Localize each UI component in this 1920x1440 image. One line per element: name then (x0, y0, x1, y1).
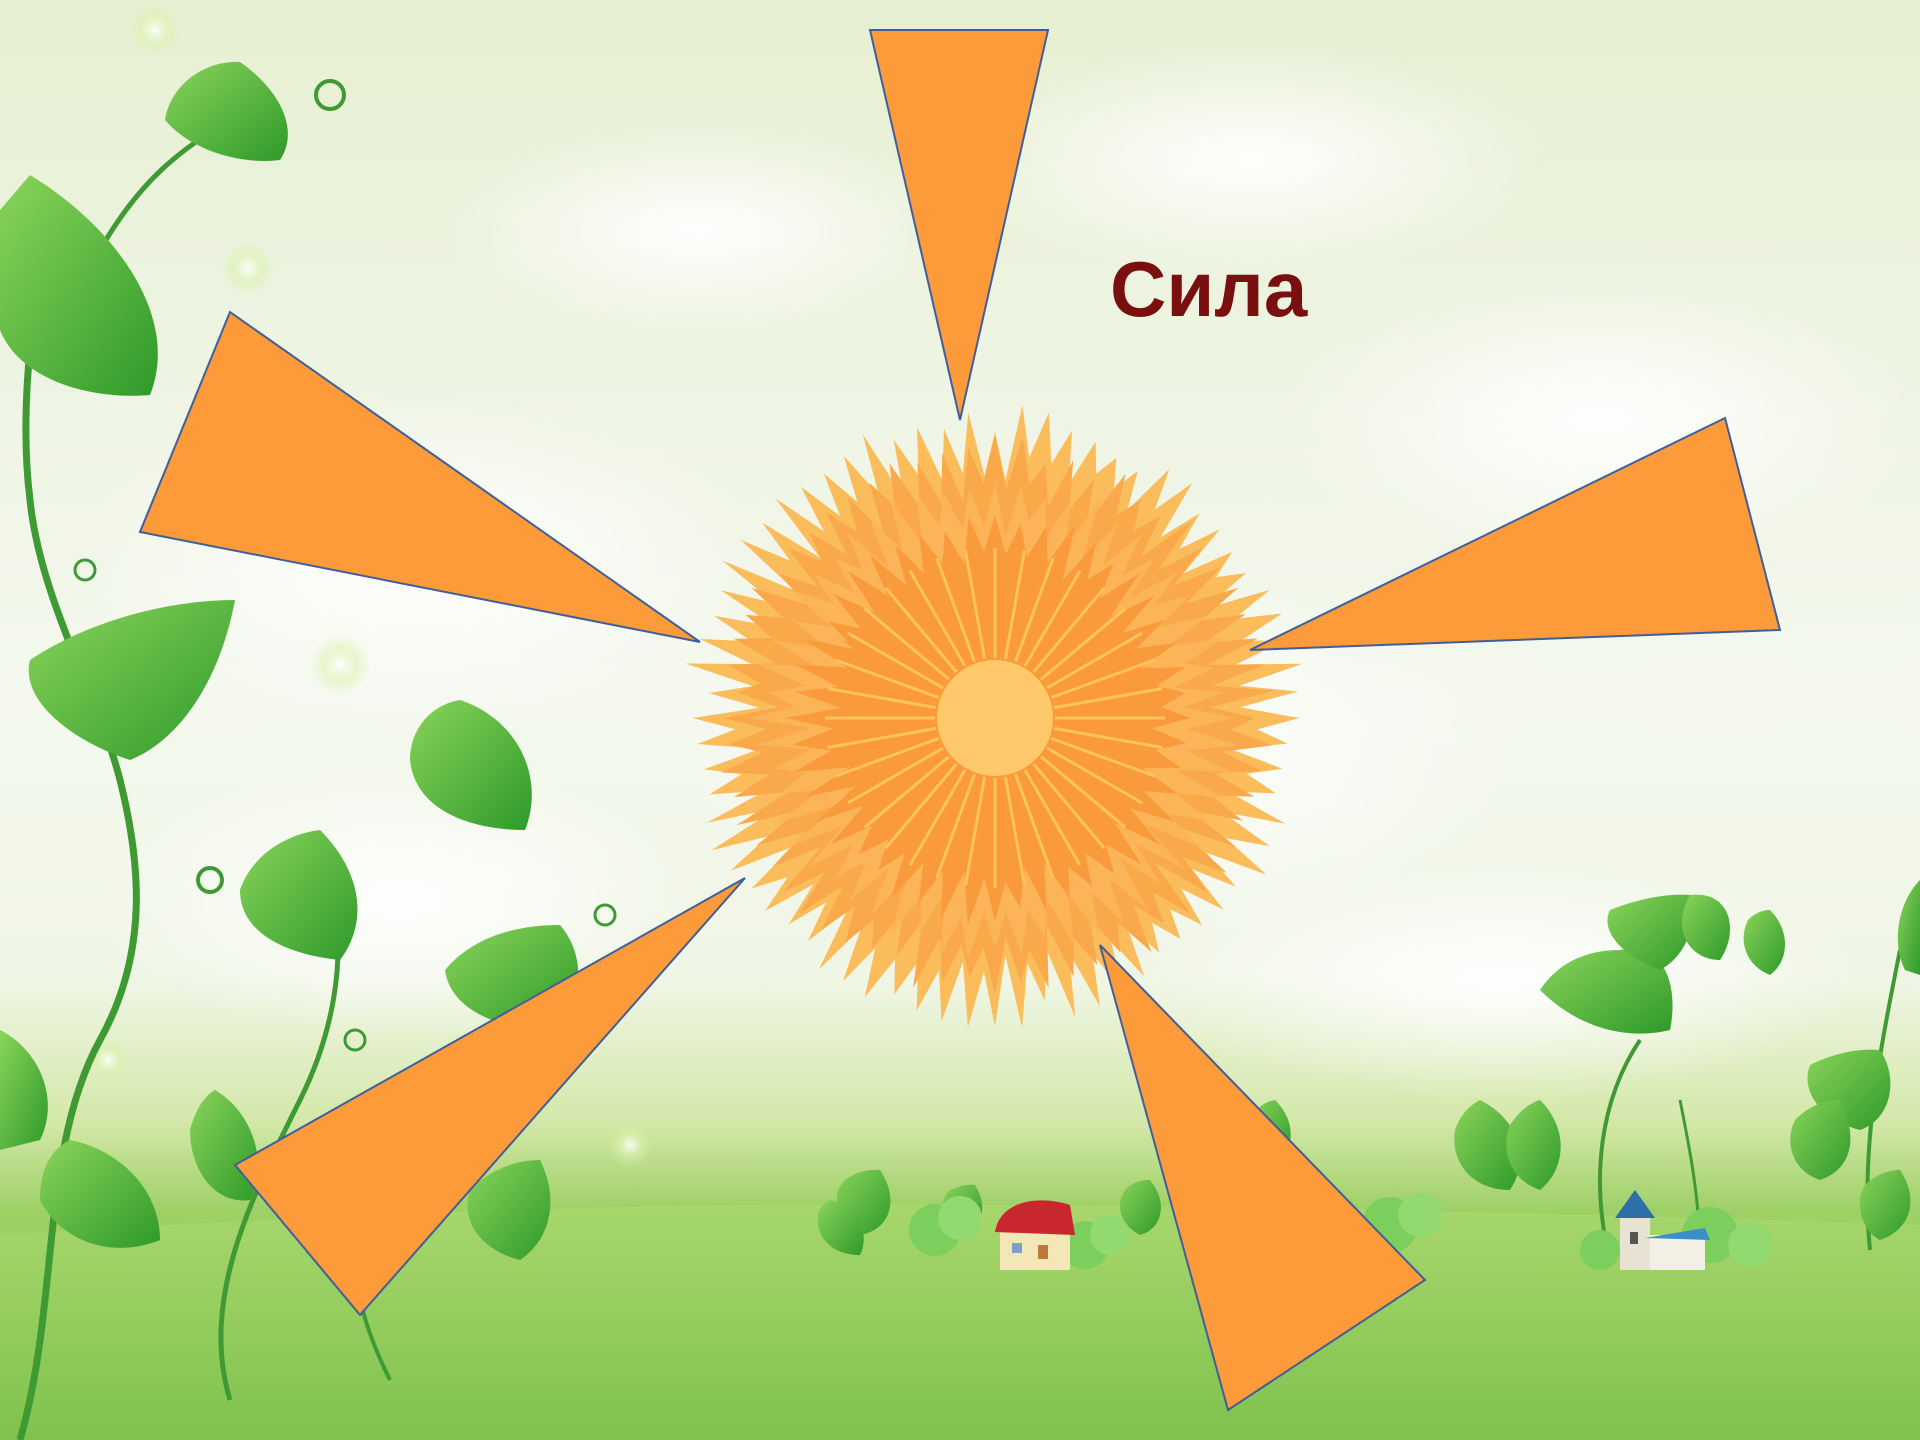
sun-core (937, 660, 1053, 776)
slide-title-word: Сила (1110, 250, 1307, 328)
cottage-left-icon (995, 1200, 1075, 1270)
